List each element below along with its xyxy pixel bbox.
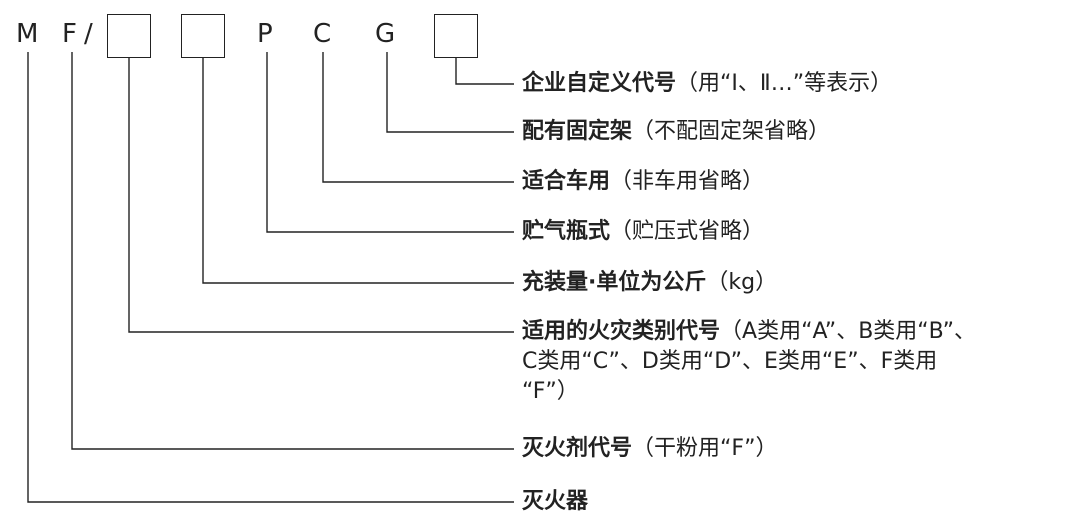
label-agent-main: 灭火剂代号 xyxy=(522,436,633,461)
capacity-code-box xyxy=(181,14,225,58)
label-fire-class-line1: 适用的火灾类别代号（A类用“A”、B类用“B”、 xyxy=(522,317,1074,347)
label-stand-note: （不配固定架省略） xyxy=(632,119,831,144)
connector-custom xyxy=(455,58,514,85)
connector-capacity xyxy=(202,58,514,284)
label-capacity: 充装量·单位为公斤（kg） xyxy=(522,268,777,298)
label-vehicle-main: 适合车用 xyxy=(522,169,611,194)
label-stand: 配有固定架（不配固定架省略） xyxy=(522,117,830,147)
label-fire-class-line3: “F”） xyxy=(522,379,579,404)
code-letter-f: F xyxy=(62,19,77,49)
label-capacity-main: 充装量·单位为公斤 xyxy=(522,270,707,295)
label-vehicle-note: （非车用省略） xyxy=(610,169,765,194)
connector-stand xyxy=(386,52,514,133)
label-fire-class-note: （A类用“A”、B类用“B”、 xyxy=(720,319,976,344)
label-agent: 灭火剂代号（干粉用“F”） xyxy=(522,434,777,464)
label-custom-code-note: （用“Ⅰ、Ⅱ…”等表示） xyxy=(676,71,893,96)
label-custom-code-main: 企业自定义代号 xyxy=(522,71,677,96)
connector-vehicle xyxy=(322,52,514,183)
label-custom-code: 企业自定义代号（用“Ⅰ、Ⅱ…”等表示） xyxy=(522,69,892,99)
connector-cylinder xyxy=(266,52,514,233)
code-slash: / xyxy=(84,19,93,49)
label-extinguisher-main: 灭火器 xyxy=(522,489,589,514)
label-cylinder-main: 贮气瓶式 xyxy=(522,219,611,244)
code-letter-g: G xyxy=(375,19,396,49)
label-stand-main: 配有固定架 xyxy=(522,119,633,144)
connector-agent xyxy=(71,52,514,450)
label-agent-note: （干粉用“F”） xyxy=(632,436,778,461)
label-fire-class: 适用的火灾类别代号（A类用“A”、B类用“B”、 C类用“C”、D类用“D”、E… xyxy=(522,317,1074,407)
custom-code-box xyxy=(434,14,478,58)
fire-class-code-box xyxy=(107,14,151,58)
code-letter-p: P xyxy=(257,19,273,49)
label-extinguisher: 灭火器 xyxy=(522,487,588,517)
label-cylinder: 贮气瓶式（贮压式省略） xyxy=(522,217,764,247)
label-fire-class-line2: C类用“C”、D类用“D”、E类用“E”、F类用 xyxy=(522,349,938,374)
code-letter-m: M xyxy=(16,19,39,49)
label-capacity-note: （kg） xyxy=(706,270,778,295)
label-cylinder-note: （贮压式省略） xyxy=(610,219,765,244)
connector-extinguisher xyxy=(27,52,514,503)
connector-fire-class xyxy=(128,58,514,333)
label-vehicle: 适合车用（非车用省略） xyxy=(522,167,764,197)
label-fire-class-main: 适用的火灾类别代号 xyxy=(522,319,721,344)
code-letter-c: C xyxy=(313,19,332,49)
